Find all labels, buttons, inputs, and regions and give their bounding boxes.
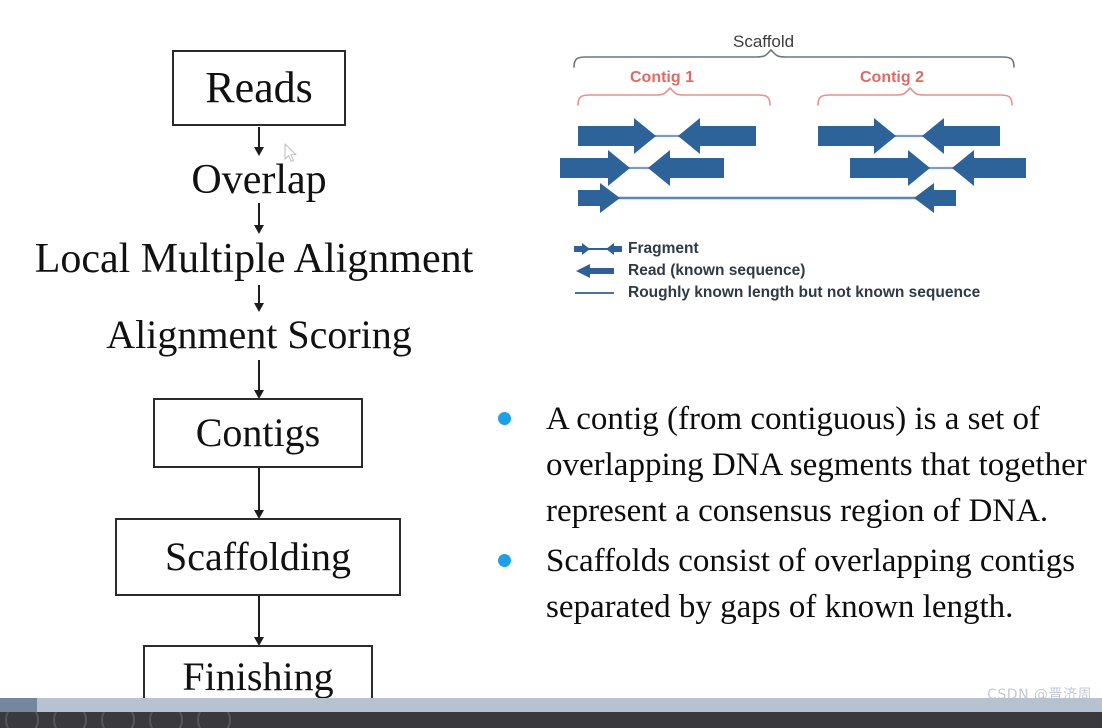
flow-node-alignment-scoring: Alignment Scoring	[70, 310, 448, 360]
diagram-legend: Fragment Read (known sequence) Roughly k…	[568, 238, 1038, 304]
list-item: A contig (from contiguous) is a set of o…	[498, 396, 1098, 534]
flow-arrow-1	[252, 127, 266, 156]
flow-node-overlap: Overlap	[150, 155, 368, 205]
bullet-text: A contig (from contiguous) is a set of o…	[546, 401, 1087, 529]
flow-node-label: Overlap	[191, 157, 327, 203]
flow-node-scaffolding: Scaffolding	[115, 518, 401, 596]
arrow-head	[254, 303, 264, 312]
flow-node-reads: Reads	[172, 50, 346, 126]
arrow-shaft	[258, 468, 260, 510]
list-item: Scaffolds consist of overlapping contigs…	[498, 538, 1098, 630]
scaffold-brace	[573, 48, 1015, 68]
fragment-row-3-spanning	[578, 183, 956, 213]
bullet-dot-icon	[498, 396, 546, 425]
left-arrow-icon	[568, 264, 628, 278]
flow-node-label: Finishing	[182, 654, 334, 699]
arrow-head	[254, 510, 264, 519]
mouse-pointer-icon	[284, 142, 298, 163]
control-bar-circles-icon	[5, 712, 231, 728]
flow-arrow-2	[252, 203, 266, 234]
arrow-shaft	[258, 596, 260, 637]
arrow-head	[254, 637, 264, 646]
flow-arrow-5	[252, 468, 266, 519]
flow-node-label: Contigs	[195, 410, 321, 455]
flow-arrow-3	[252, 285, 266, 312]
legend-label: Roughly known length but not known seque…	[628, 284, 981, 301]
playback-progress-fill	[0, 698, 37, 712]
arrow-shaft	[258, 360, 260, 390]
arrow-head	[254, 225, 264, 234]
flow-node-label: Alignment Scoring	[106, 312, 412, 357]
flow-node-label: Scaffolding	[165, 534, 351, 579]
flow-arrow-4	[252, 360, 266, 399]
scaffold-diagram-graphics	[560, 48, 1026, 213]
contig-2-label: Contig 2	[860, 69, 924, 86]
flow-node-label: Local Multiple Alignment	[34, 236, 474, 282]
legend-label: Read (known sequence)	[628, 262, 806, 279]
arrow-shaft	[258, 127, 260, 147]
playback-progress-bar[interactable]	[0, 698, 1102, 712]
bullet-list: A contig (from contiguous) is a set of o…	[498, 396, 1098, 634]
fragment-row-1-contig-1	[578, 118, 756, 154]
flow-node-local-multiple-alignment: Local Multiple Alignment	[14, 233, 494, 285]
assembly-pipeline-flowchart: Reads Overlap Local Multiple Alignment A…	[0, 0, 500, 710]
legend-label: Fragment	[628, 240, 699, 257]
flow-node-contigs: Contigs	[153, 398, 363, 468]
legend-item-fragment: Fragment	[568, 238, 1038, 260]
fragment-row-1-contig-2	[818, 118, 1000, 154]
legend-item-read: Read (known sequence)	[568, 260, 1038, 282]
bullet-text: Scaffolds consist of overlapping contigs…	[546, 543, 1076, 625]
contig-1-label: Contig 1	[630, 69, 694, 86]
scaffold-contig-diagram: Scaffold Contig 1 Contig 2	[560, 22, 1040, 312]
fragment-row-2-contig-2	[850, 150, 1026, 186]
legend-item-gap: Roughly known length but not known seque…	[568, 282, 1038, 304]
contig-2-brace	[817, 86, 1013, 106]
arrow-head	[254, 390, 264, 399]
fragment-row-2-contig-1	[560, 150, 724, 186]
flow-arrow-6	[252, 596, 266, 646]
flow-node-label: Reads	[205, 63, 313, 112]
bullet-dot-icon	[498, 538, 546, 567]
arrow-shaft	[258, 285, 260, 303]
double-arrow-icon	[568, 243, 628, 255]
scaffold-label: Scaffold	[733, 32, 795, 51]
arrow-head	[254, 147, 264, 156]
line-icon	[568, 289, 628, 297]
player-control-bar[interactable]	[0, 712, 1102, 728]
arrow-shaft	[258, 203, 260, 225]
contig-1-brace	[577, 86, 771, 106]
